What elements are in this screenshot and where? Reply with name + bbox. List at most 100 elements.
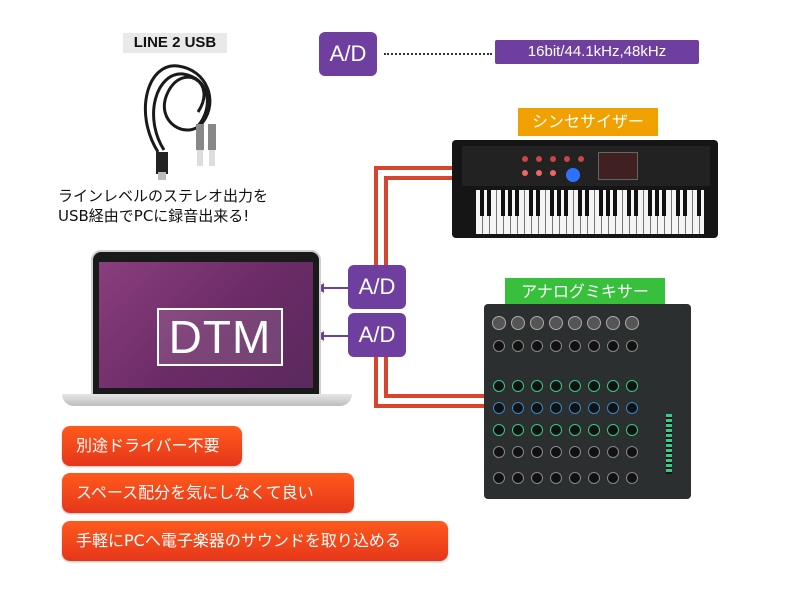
mixer-knob (607, 446, 619, 458)
laptop-screen: DTM (99, 262, 313, 388)
mixer-channel (549, 316, 563, 490)
synth-knob (566, 168, 580, 182)
synth-black-key (515, 190, 519, 216)
mixer-knob (588, 380, 600, 392)
mixer-label: アナログミキサー (505, 278, 665, 306)
usb-cable-image (143, 64, 216, 180)
usb-cable-title: LINE 2 USB (123, 33, 227, 53)
synth-cable-outer-horizontal (374, 166, 460, 170)
synth-black-key (585, 190, 589, 216)
synth-black-key (627, 190, 631, 216)
mixer-knob (493, 380, 505, 392)
mixer-knob (588, 402, 600, 414)
synth-black-key (550, 190, 554, 216)
mixer-channel (511, 316, 525, 490)
mixer-knob (493, 424, 505, 436)
synth-black-key (508, 190, 512, 216)
synth-display (598, 152, 638, 180)
synth-black-key (578, 190, 582, 216)
synth-knob (550, 170, 556, 176)
synth-black-key (648, 190, 652, 216)
mixer-knob (531, 380, 543, 392)
mixer-knob (531, 340, 543, 352)
mixer-knob (531, 446, 543, 458)
mixer-knob (588, 424, 600, 436)
synth-label: シンセサイザー (518, 108, 658, 136)
synth-black-key (655, 190, 659, 216)
mixer-cable-outer-horizontal (374, 404, 486, 408)
mixer-knob (550, 402, 562, 414)
mixer-knob (493, 402, 505, 414)
synth-black-key (564, 190, 568, 216)
synth-black-key (557, 190, 561, 216)
synth-keyboard (476, 190, 704, 234)
mixer-channel (530, 316, 544, 490)
laptop: DTM (91, 250, 321, 396)
mixer-knob (626, 472, 638, 484)
mixer-jack (587, 316, 601, 330)
mixer-knob (607, 472, 619, 484)
mixer-knob (512, 402, 524, 414)
mixer-jack (568, 316, 582, 330)
synth-black-key (697, 190, 701, 216)
mixer-channel (492, 316, 506, 490)
synth-knob (536, 156, 542, 162)
synth-black-key (487, 190, 491, 216)
mixer-knob (607, 402, 619, 414)
input-arrows (316, 283, 350, 341)
mixer-knob (493, 340, 505, 352)
mixer-knob (569, 380, 581, 392)
mixer-knob (607, 380, 619, 392)
usb-caption: ラインレベルのステレオ出力を USB経由でPCに録音出来る! (58, 186, 338, 226)
synthesizer-image (452, 140, 718, 238)
synth-knob (578, 156, 584, 162)
mixer-channel (568, 316, 582, 490)
usb-caption-line2: USB経由でPCに録音出来る! (58, 207, 250, 225)
synth-black-key (536, 190, 540, 216)
mixer-knob (569, 446, 581, 458)
synth-knob (550, 156, 556, 162)
mixer-knob (512, 340, 524, 352)
mixer-jack (549, 316, 563, 330)
mixer-knob (626, 424, 638, 436)
mixer-knob (531, 424, 543, 436)
ad-spec-badge: 16bit/44.1kHz,48kHz (495, 40, 699, 64)
mixer-jack (606, 316, 620, 330)
mixer-knob (550, 472, 562, 484)
synth-knob (536, 170, 542, 176)
mixer-knob (588, 472, 600, 484)
mixer-channel (587, 316, 601, 490)
synth-black-key (613, 190, 617, 216)
synth-black-key (599, 190, 603, 216)
synth-knob (522, 170, 528, 176)
synth-black-key (501, 190, 505, 216)
ad-legend-badge: A/D (319, 32, 377, 76)
synth-black-key (683, 190, 687, 216)
mixer-knob (512, 472, 524, 484)
mixer-knob (569, 402, 581, 414)
mixer-knob (607, 340, 619, 352)
mixer-level-meter (666, 414, 672, 474)
ad-converter-mixer: A/D (348, 313, 406, 357)
mixer-knob (512, 424, 524, 436)
mixer-knob (550, 424, 562, 436)
dtm-label: DTM (157, 308, 283, 366)
synth-cable-inner-horizontal (384, 176, 460, 180)
synth-black-key (529, 190, 533, 216)
mixer-channel (606, 316, 620, 490)
mixer-knob (550, 340, 562, 352)
mixer-knob (626, 402, 638, 414)
synth-black-key (634, 190, 638, 216)
synth-black-key (606, 190, 610, 216)
synth-control-panel (462, 146, 710, 186)
mixer-cable-outer-vertical (374, 356, 378, 406)
mixer-cable-inner-horizontal (384, 394, 486, 398)
mixer-knob (531, 472, 543, 484)
mixer-jack (625, 316, 639, 330)
mixer-knob (588, 446, 600, 458)
mixer-knob (588, 340, 600, 352)
synth-black-key (480, 190, 484, 216)
mixer-knob (493, 472, 505, 484)
mixer-jack (492, 316, 506, 330)
mixer-knob (626, 446, 638, 458)
